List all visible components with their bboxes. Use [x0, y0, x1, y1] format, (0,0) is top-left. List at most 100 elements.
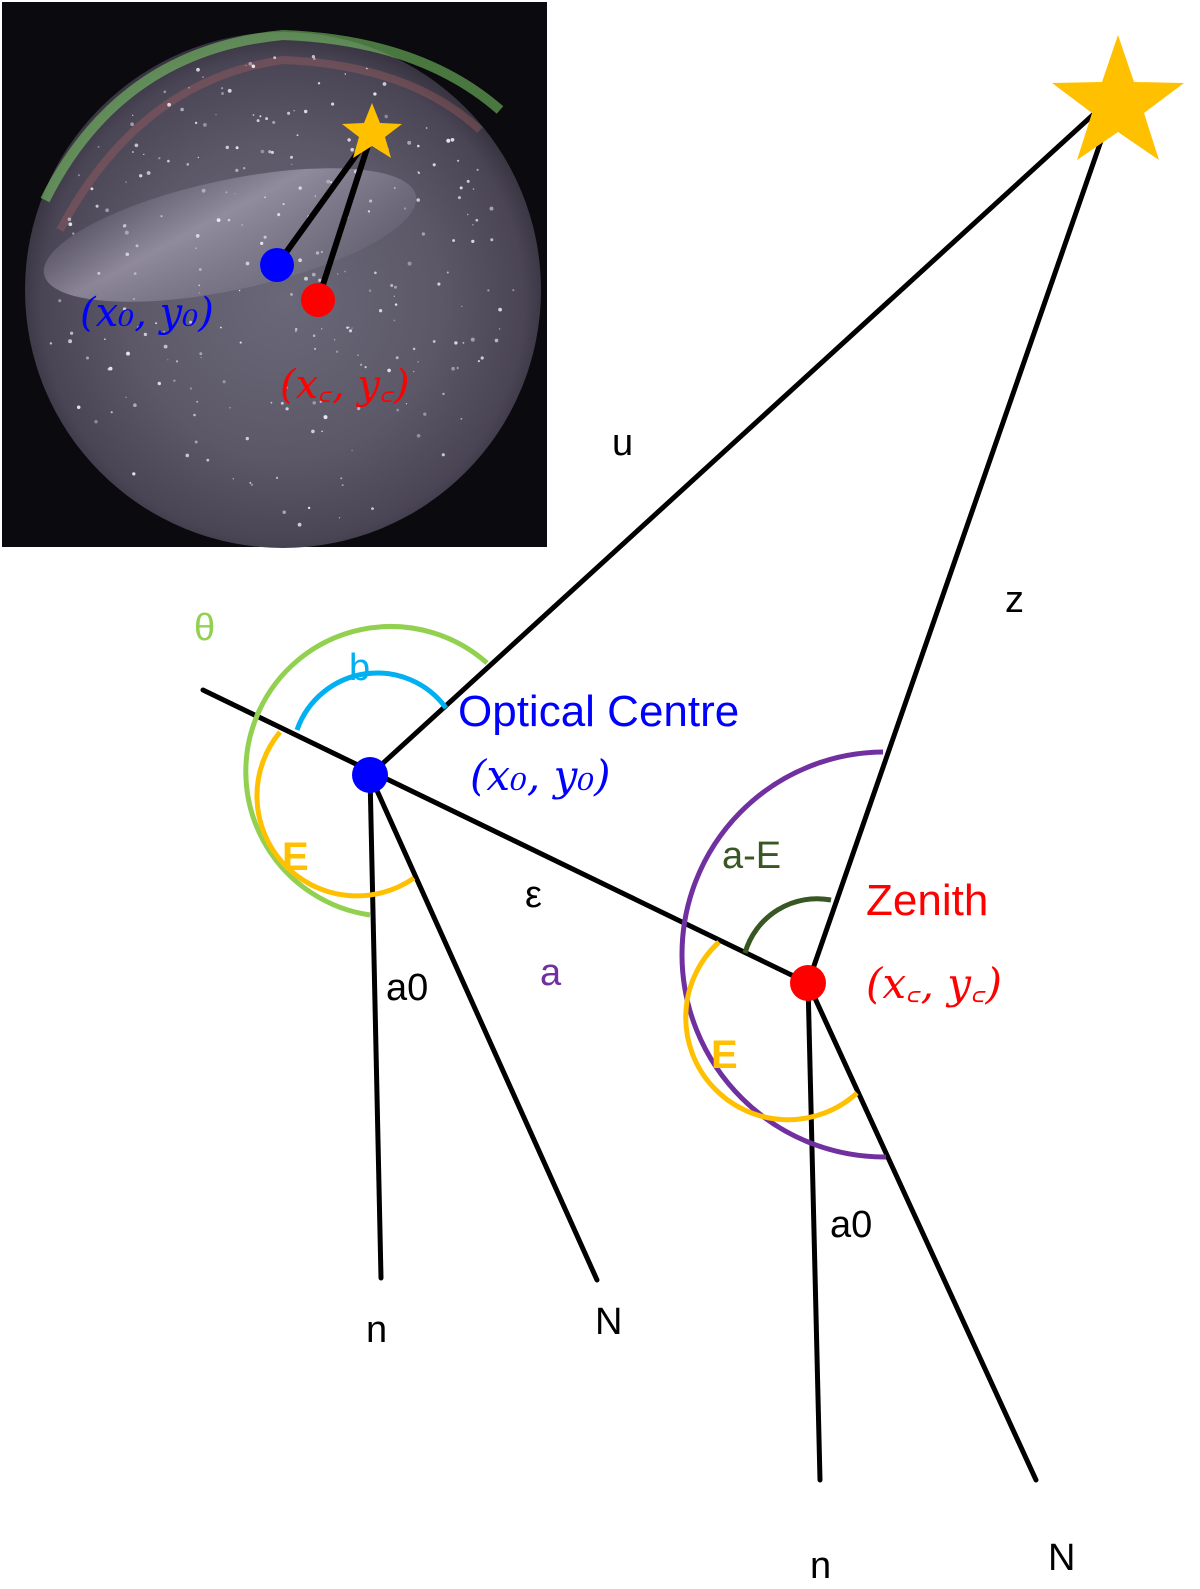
inset-star-point — [357, 407, 361, 411]
inset-star-point — [160, 215, 163, 218]
label-a-minus-E: a-E — [722, 835, 781, 877]
inset-star-point — [351, 449, 353, 452]
inset-star-point — [194, 440, 198, 444]
inset-star-point — [249, 482, 252, 484]
inset-star-point — [227, 88, 232, 93]
inset-star-point — [206, 458, 210, 462]
inset-star-point — [350, 147, 355, 152]
inset-star-point — [323, 415, 328, 420]
inset-star-point — [275, 476, 279, 479]
inset-star-point — [454, 341, 458, 345]
inset-star-point — [476, 168, 479, 172]
inset-star-point — [374, 271, 377, 275]
inset-star-point — [407, 261, 412, 266]
inset-star-point — [341, 484, 344, 487]
label-u: u — [612, 422, 633, 464]
inset-star-point — [122, 307, 127, 311]
inset-star-point — [58, 299, 62, 303]
arc-b — [294, 670, 449, 731]
inset-star-point — [285, 407, 289, 411]
inset-star-point — [97, 271, 101, 275]
inset-star-point — [134, 143, 139, 148]
inset-star-point — [295, 330, 297, 333]
inset-star-point — [395, 356, 399, 360]
inset-star-point — [195, 234, 200, 238]
inset-star-point — [371, 507, 374, 510]
star-icon — [1052, 35, 1184, 160]
inset-star-point — [466, 213, 469, 216]
inset-star-point — [198, 284, 201, 287]
label-optical-centre-coord: (x₀, y₀) — [470, 751, 611, 800]
inset-star-point — [68, 222, 73, 227]
label-a0-right: a0 — [830, 1204, 872, 1246]
inset-star-point — [163, 330, 165, 333]
inset-star-point — [480, 356, 484, 360]
inset-star-point — [219, 326, 222, 329]
inset-zenith-coord: (x꜀, y꜀) — [280, 362, 409, 408]
inset-star-point — [85, 356, 90, 360]
label-n-left: n — [366, 1309, 387, 1351]
inset-star-point — [137, 325, 140, 329]
inset-star-point — [490, 238, 494, 242]
zenith-dot — [790, 965, 826, 1001]
inset-star-point — [123, 223, 127, 228]
inset-star-point — [348, 329, 353, 333]
inset-star-point — [155, 322, 158, 325]
horizon-red-glow — [56, 55, 483, 232]
inset-star-point — [143, 332, 148, 337]
inset-star-point — [229, 407, 231, 409]
inset-star-point — [238, 289, 241, 292]
inset-star-point — [200, 356, 202, 359]
inset-star-point — [186, 163, 190, 166]
label-z: z — [1005, 579, 1024, 621]
inset-star-point — [252, 114, 255, 116]
inset-star-point — [475, 218, 479, 222]
inset-star-point — [195, 247, 197, 250]
label-N-left: N — [595, 1301, 622, 1343]
label-N-right: N — [1048, 1537, 1075, 1579]
label-E-left: E — [282, 835, 309, 879]
inset-star-point — [199, 352, 203, 356]
label-epsilon: ε — [525, 874, 542, 916]
inset-star-point — [321, 328, 323, 330]
line-N-right — [805, 980, 1039, 1483]
inset-star-point — [227, 218, 231, 222]
inset-star-point — [189, 320, 193, 324]
inset-star-point — [412, 347, 416, 351]
inset-star-point — [498, 307, 502, 312]
inset-star-point — [298, 258, 302, 263]
inset-star-point — [298, 186, 302, 190]
inset-star-point — [95, 204, 99, 208]
inset-star-point — [417, 360, 420, 363]
inset-star-point — [367, 210, 371, 213]
inset-star-point — [446, 271, 449, 274]
inset-star-point — [216, 218, 221, 223]
inset-star-point — [185, 453, 190, 458]
inset-star-point — [512, 289, 515, 292]
inset-star-point — [314, 347, 317, 350]
inset-star-point — [235, 146, 239, 150]
inset-star-point — [215, 113, 217, 116]
inset-star-point — [348, 326, 350, 328]
inset-star-point — [321, 430, 323, 433]
labels: u z θ b Optical Centre (x₀, y₀) E ε a-E … — [194, 422, 1075, 1587]
label-E-right: E — [711, 1033, 738, 1077]
inset-star-point — [351, 327, 353, 329]
inset-star-point — [272, 120, 276, 124]
label-b: b — [349, 647, 370, 689]
inset-star-point — [194, 121, 198, 125]
inset-star-point — [312, 334, 316, 337]
inset-star-point — [133, 298, 135, 300]
inset-star-point — [290, 155, 293, 159]
inset-star-point — [311, 55, 315, 59]
inset-star-point — [242, 166, 246, 170]
inset-star-point — [304, 276, 308, 281]
inset-star-point — [314, 195, 316, 197]
inset-star-point — [470, 337, 475, 342]
inset-star-point — [432, 163, 436, 167]
inset-star-point — [146, 171, 151, 175]
inset-star-point — [452, 239, 456, 242]
inset-star-point — [326, 179, 331, 184]
inset-star-point — [221, 87, 224, 90]
